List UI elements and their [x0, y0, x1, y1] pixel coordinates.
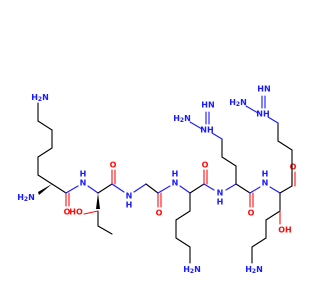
- wedge-bond: [38, 184, 52, 195]
- arginine-2-side-chain: [245, 95, 293, 187]
- oxygen-label: O: [64, 208, 71, 217]
- amide-n-label: N: [217, 189, 224, 198]
- amino-label-lys1-alpha: H2N: [17, 193, 35, 203]
- amide-h-label: H: [80, 170, 87, 179]
- oxygen-label: O: [248, 209, 255, 218]
- carboxyl-oh-label: OH: [278, 226, 292, 235]
- amide-n-label: N: [126, 192, 133, 201]
- amino-label-lys2-side: H2N: [183, 265, 201, 275]
- amide-h-label: H: [262, 170, 269, 179]
- oxygen-label: O: [156, 209, 163, 218]
- lysine-3-side-chain: [251, 192, 281, 264]
- wedge-bond: [96, 193, 100, 209]
- amide-h-label: H: [172, 170, 179, 179]
- oxygen-label: O: [290, 163, 297, 172]
- guanidine-nh2-label: H2N: [173, 114, 191, 124]
- amino-label-lys3-side: H2N: [245, 265, 263, 275]
- hydroxyl-label: HO: [69, 208, 83, 217]
- peptide-structure-diagram: H2N H2N O N H HO O N H O N H H2N O N H: [17, 85, 297, 275]
- oxygen-label: O: [202, 161, 209, 170]
- oxygen-label: O: [110, 161, 117, 170]
- guanidine-nh-label: NH: [200, 126, 213, 135]
- guanidine-hn-label: HN: [201, 101, 214, 110]
- amide-n-label: N: [172, 179, 179, 188]
- amide-n-label: N: [80, 179, 87, 188]
- lysine-1-side-chain: [37, 102, 53, 185]
- guanidine-nh-label: NH: [256, 110, 269, 119]
- amide-n-label: N: [262, 179, 269, 188]
- guanidine-hn-label: HN: [257, 85, 270, 94]
- amide-h-label: H: [126, 201, 133, 210]
- guanidine-nh2-label: H2N: [229, 98, 247, 108]
- amino-label-lys1-side: H2N: [31, 93, 49, 103]
- amide-h-label: H: [217, 198, 224, 207]
- arginine-1-side-chain: [189, 111, 237, 185]
- lysine-2-side-chain: [175, 192, 191, 264]
